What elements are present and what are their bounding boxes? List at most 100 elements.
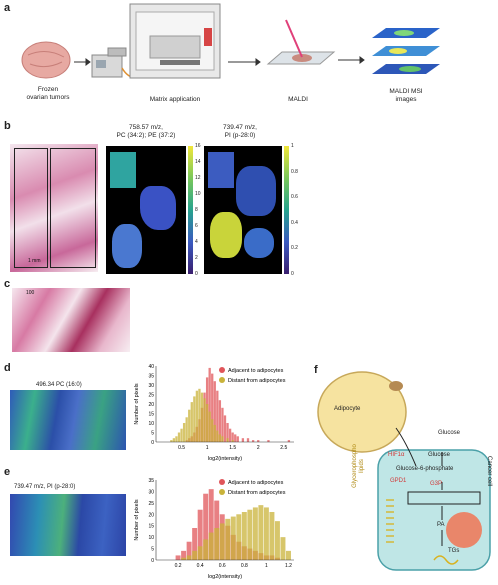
histogram-bar-distant	[225, 518, 231, 560]
adipocyte-nucleus	[389, 381, 403, 391]
histogram-bar-adjacent	[208, 367, 211, 442]
histogram-bar-adjacent	[251, 440, 255, 442]
histogram-bar-distant	[177, 432, 181, 442]
c-scale-bar-label: 100	[26, 290, 35, 296]
panel-a-illustration	[21, 3, 440, 79]
msi-images-icon	[372, 28, 440, 74]
lipid-droplet	[446, 512, 482, 548]
y-tick-label: 35	[148, 478, 154, 484]
step-4-label: MALDI MSI images	[389, 88, 423, 103]
histogram-bar-distant	[219, 523, 225, 560]
f-glucose-out-label: Glucose	[438, 430, 461, 436]
y-tick-label: 15	[148, 412, 154, 418]
f-g3p-label: G3P	[430, 481, 443, 487]
f-glycerophospholipids-label: Glycerophospho lipids	[352, 444, 365, 488]
histogram-bar-distant	[180, 428, 183, 442]
e-map-title: 739.47 m/z, PI (p-28:0)	[14, 484, 76, 490]
maldi-slide-icon	[266, 19, 336, 65]
b-msi-map-2	[204, 146, 282, 274]
colorbar-tick: 2	[195, 255, 198, 261]
histogram-bar-distant	[197, 546, 203, 560]
step-2-label: Matrix application	[149, 96, 201, 103]
g3p-box	[407, 491, 481, 505]
colorbar-tick: 16	[195, 143, 201, 149]
histogram-bar-distant	[205, 404, 209, 442]
histogram-bar-adjacent	[218, 400, 222, 442]
histogram-bar-distant	[247, 509, 253, 560]
x-tick-label: 1	[206, 445, 209, 451]
colorbar-tick: 1	[291, 143, 294, 149]
histogram-bar-distant	[192, 550, 198, 560]
y-tick-label: 10	[148, 421, 154, 427]
legend-label: Adjacent to adipocytes	[228, 480, 284, 486]
e-msi-map	[10, 494, 126, 556]
histogram-bar-distant	[226, 438, 229, 442]
panel-f-label: f	[314, 364, 318, 376]
histogram-bar-adjacent	[186, 541, 192, 560]
histogram-bar-adjacent	[241, 438, 245, 442]
histogram-bar-adjacent	[257, 440, 260, 442]
colorbar-tick: 0	[195, 271, 198, 277]
y-tick-label: 5	[151, 431, 154, 437]
he-tissue-image	[10, 144, 98, 272]
metabolic-pathway-diagram	[317, 371, 491, 571]
d-msi-map	[10, 390, 126, 450]
histogram-bar-adjacent	[246, 438, 250, 442]
y-tick-label: 25	[148, 393, 154, 399]
legend-label: Distant from adipocytes	[228, 378, 286, 384]
f-adipocyte-label: Adipocyte	[334, 406, 361, 412]
panel-e-label: e	[4, 466, 11, 478]
histogram-bar-adjacent	[213, 381, 216, 442]
x-axis-label: log2(intensity)	[208, 456, 242, 462]
histogram-bar-adjacent	[211, 373, 214, 442]
x-tick-label: 1	[265, 563, 268, 569]
y-tick-label: 15	[148, 524, 154, 530]
f-gpd1-label: GPD1	[390, 478, 407, 484]
panel-d-label: d	[4, 362, 11, 374]
histogram-bar-adjacent	[267, 440, 270, 442]
histogram-bar-distant	[214, 528, 220, 560]
histogram-bar-distant	[198, 388, 201, 442]
panel-c-label: c	[4, 278, 11, 290]
pathway-arrows	[395, 427, 443, 546]
x-tick-label: 0.5	[178, 445, 185, 451]
legend-marker	[219, 489, 225, 495]
y-tick-label: 20	[148, 402, 154, 408]
histogram-bar-adjacent	[236, 436, 239, 442]
f-g6p-label: Glucose-6-phosphate	[396, 466, 454, 472]
histogram-bar-distant	[285, 550, 291, 560]
histogram-bar-distant	[195, 390, 199, 442]
histogram-bar-adjacent	[226, 423, 229, 442]
histogram-bar-distant	[188, 409, 191, 442]
histogram-bar-distant	[186, 555, 192, 560]
b-map2-title: 739.47 m/z, PI (p-28:0)	[223, 124, 257, 139]
y-tick-label: 40	[148, 364, 154, 370]
tumor-icon	[21, 41, 71, 79]
b-colorbar-2-ticks: 1 0.8 0.6 0.4 0.2 0	[291, 143, 298, 277]
histogram-bar-distant	[258, 505, 264, 560]
colorbar-tick: 0.6	[291, 194, 298, 201]
histogram-bar-adjacent	[203, 493, 209, 560]
histogram-bar-distant	[208, 532, 214, 560]
histogram-bar-distant	[269, 512, 275, 560]
y-tick-label: 10	[148, 535, 154, 541]
histogram-bar-distant	[181, 557, 187, 560]
histogram-bar-distant	[203, 539, 209, 560]
y-tick-label: 30	[148, 383, 154, 389]
y-tick-label: 20	[148, 512, 154, 518]
histogram-bar-adjacent	[234, 434, 237, 442]
legend-marker	[219, 377, 225, 383]
histogram-bar-adjacent	[216, 390, 219, 442]
step-3-label: MALDI	[288, 96, 308, 103]
histogram-bar-adjacent	[223, 415, 227, 442]
histogram-bar-distant	[175, 436, 178, 442]
legend-marker	[219, 479, 225, 485]
colorbar-tick: 0.2	[291, 245, 298, 252]
he-magnified-image	[12, 288, 130, 352]
x-tick-label: 1.5	[229, 445, 236, 451]
histogram-bar-adjacent	[231, 432, 234, 442]
x-tick-label: 2	[257, 445, 260, 451]
colorbar-tick: 10	[195, 191, 201, 197]
